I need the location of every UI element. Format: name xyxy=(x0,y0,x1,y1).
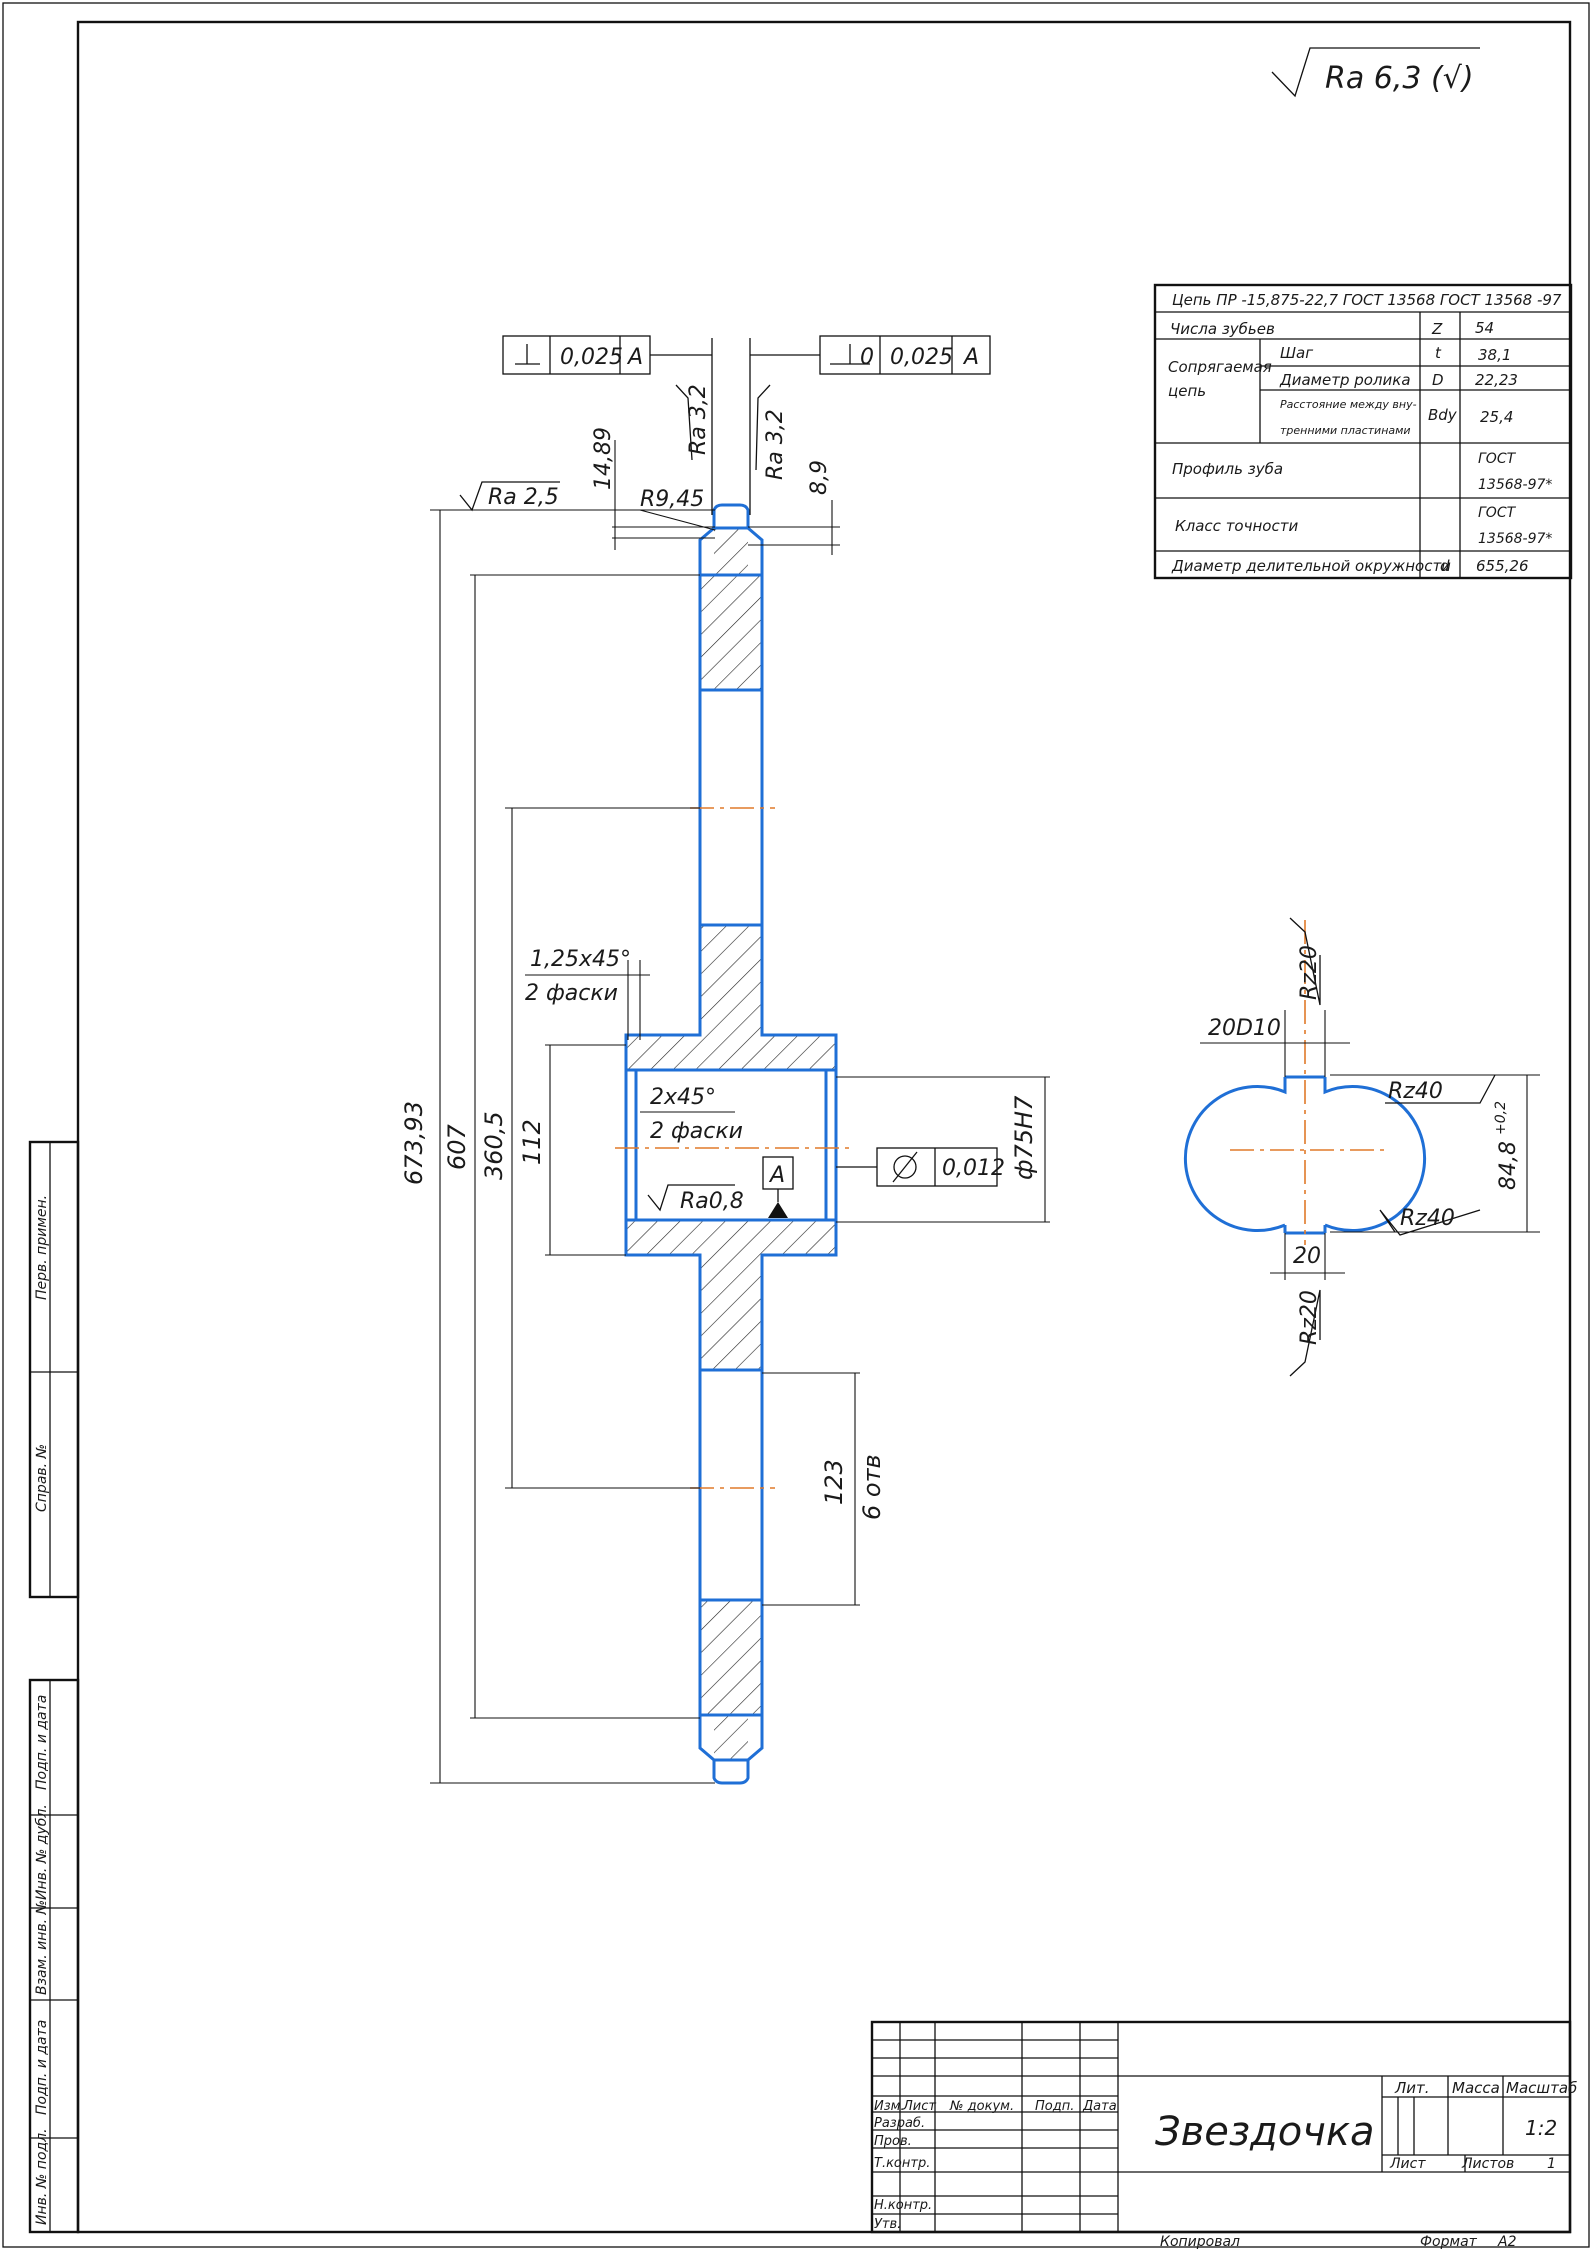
dim-607: 607 xyxy=(443,1123,471,1170)
pitch-symbol: t xyxy=(1435,344,1442,362)
inner-width-label-1: Расстояние между вну- xyxy=(1280,398,1417,411)
circ-value: 0,025 xyxy=(890,345,953,370)
rz20-bottom: Rz20 xyxy=(1297,1290,1322,1345)
accuracy-label: Класс точности xyxy=(1175,517,1298,535)
ra-2-5: Ra 2,5 xyxy=(488,485,559,510)
dim-360: 360,5 xyxy=(480,1111,508,1180)
teeth-symbol: Z xyxy=(1431,320,1443,338)
key-depth: 84,8 xyxy=(1496,1141,1521,1190)
rz20-top: Rz20 xyxy=(1297,945,1322,1000)
roller-symbol: D xyxy=(1432,371,1444,389)
mating-chain-label: Сопрягаемая xyxy=(1168,358,1272,376)
sheet-label: Лист xyxy=(1389,2156,1426,2172)
perp-value: 0,025 xyxy=(560,345,623,370)
key-depth-tol: +0,2 xyxy=(1493,1101,1509,1135)
ra-0-8: Ra0,8 xyxy=(680,1189,744,1214)
perp-datum: A xyxy=(626,345,643,370)
lit-label: Лит. xyxy=(1394,2079,1430,2097)
roller-value: 22,23 xyxy=(1475,371,1518,389)
default-roughness-text: Ra 6,3 (√) xyxy=(1325,61,1474,96)
sheets-value: 1 xyxy=(1547,2156,1556,2172)
sheets-label: Листов xyxy=(1461,2156,1514,2172)
sprocket-section xyxy=(615,503,850,1785)
col-change: Изм. xyxy=(874,2099,905,2114)
stamp-dup-no: Инв. № дубл. xyxy=(34,1804,50,1900)
col-sign: Подп. xyxy=(1035,2099,1074,2114)
accuracy-value-2: 13568-97* xyxy=(1478,531,1552,547)
pitch-label: Шаг xyxy=(1280,344,1313,362)
dim-14-89: 14,89 xyxy=(591,427,616,490)
pitch-diameter-value: 655,26 xyxy=(1476,557,1529,575)
inner-width-label-2: тренними пластинами xyxy=(1280,424,1411,437)
dim-r9-45: R9,45 xyxy=(640,487,704,512)
rz40-top: Rz40 xyxy=(1388,1079,1443,1104)
ra-3-2-right: Ra 3,2 xyxy=(763,409,788,480)
chamfer-1-count: 2 фаски xyxy=(525,981,618,1006)
scale-value: 1:2 xyxy=(1525,2116,1557,2140)
dim-bore: ф75H7 xyxy=(1010,1095,1038,1180)
parameters-table: Цепь ПР -15,875-22,7 ГОСТ 13568 ГОСТ 135… xyxy=(1153,283,1573,580)
roughness-marks: Ra 2,5 Ra 3,2 Ra 3,2 Ra0,8 xyxy=(459,384,788,1214)
rz40-bottom: Rz40 xyxy=(1400,1206,1455,1231)
role-approved: Утв. xyxy=(874,2217,901,2232)
stamp-ref-no: Справ. № xyxy=(34,1444,50,1512)
circ-symbol: 0 xyxy=(860,345,874,370)
inner-width-symbol: Bdy xyxy=(1428,406,1458,424)
profile-label: Профиль зуба xyxy=(1172,460,1283,478)
side-stamp: Перв. примен. Справ. № Подп. и дата Инв.… xyxy=(28,1140,80,2234)
cyl-value: 0,012 xyxy=(942,1156,1005,1181)
pitch-diameter-label: Диаметр делительной окружности xyxy=(1171,557,1451,575)
hub-section: 20D10 20 84,8 +0,2 Rz20 Rz20 Rz40 Rz40 xyxy=(1183,917,1540,1377)
inner-width-value: 25,4 xyxy=(1480,408,1513,426)
col-sheet: Лист xyxy=(902,2099,936,2114)
chamfer-2-size: 2x45° xyxy=(650,1085,716,1110)
profile-value-1: ГОСТ xyxy=(1478,451,1517,467)
pitch-diameter-symbol: d xyxy=(1440,557,1450,575)
chamfer-1-size: 1,25x45° xyxy=(530,947,631,972)
role-checker: Пров. xyxy=(874,2134,912,2149)
datum-label: A xyxy=(768,1163,785,1188)
teeth-label: Числа зубьев xyxy=(1170,320,1275,338)
key-width: 20 xyxy=(1293,1244,1321,1269)
chain-label: Цепь ПР -15,875-22,7 ГОСТ 13568 ГОСТ 135… xyxy=(1172,291,1562,309)
copied-label: Копировал xyxy=(1160,2234,1240,2250)
stamp-sign-date-1: Подп. и дата xyxy=(34,1695,50,1790)
col-date: Дата xyxy=(1082,2099,1117,2114)
role-developer: Разраб. xyxy=(874,2116,925,2131)
title-block: Изм. Лист № докум. Подп. Дата Разраб. Пр… xyxy=(870,2020,1577,2234)
stamp-sign-date-2: Подп. и дата xyxy=(34,2020,50,2115)
chamfer-2-count: 2 фаски xyxy=(650,1119,743,1144)
mating-chain-label-2: цепь xyxy=(1168,382,1206,400)
drawing-frame xyxy=(76,20,1572,2234)
drawing-title: Звездочка xyxy=(1155,2109,1375,2155)
ra-3-2-left: Ra 3,2 xyxy=(686,384,711,455)
dim-6-holes: 6 отв xyxy=(858,1454,886,1520)
col-doc-no: № докум. xyxy=(949,2099,1014,2114)
dim-112: 112 xyxy=(518,1119,546,1165)
format-label: Формат xyxy=(1420,2234,1478,2250)
mass-label: Масса xyxy=(1452,2079,1500,2097)
pitch-value: 38,1 xyxy=(1478,346,1511,364)
circ-datum: A xyxy=(962,345,979,370)
default-roughness: Ra 6,3 (√) xyxy=(1271,47,1480,98)
dim-123: 123 xyxy=(820,1459,848,1505)
key-width-tol: 20D10 xyxy=(1208,1016,1281,1041)
scale-label: Масштаб xyxy=(1506,2079,1577,2097)
role-tech-control: Т.контр. xyxy=(874,2156,930,2171)
profile-value-2: 13568-97* xyxy=(1478,477,1552,493)
stamp-repl-no: Взам. инв. № xyxy=(34,1900,50,1995)
stamp-orig-no: Инв. № подл. xyxy=(34,2128,50,2225)
dim-8-9: 8,9 xyxy=(807,460,832,495)
accuracy-value-1: ГОСТ xyxy=(1478,505,1517,521)
dimension-lines: 673,93 607 360,5 112 123 6 отв ф75H7 14,… xyxy=(400,427,1050,1784)
format-value: A2 xyxy=(1497,2234,1517,2250)
teeth-value: 54 xyxy=(1475,319,1494,337)
role-norm-control: Н.контр. xyxy=(874,2198,932,2213)
roller-label: Диаметр ролика xyxy=(1279,371,1411,389)
stamp-first-use: Перв. примен. xyxy=(34,1195,50,1300)
tolerance-frames: 0,025 A 0 0,025 A 0,012 A xyxy=(502,335,1005,1218)
dim-673: 673,93 xyxy=(400,1101,428,1185)
